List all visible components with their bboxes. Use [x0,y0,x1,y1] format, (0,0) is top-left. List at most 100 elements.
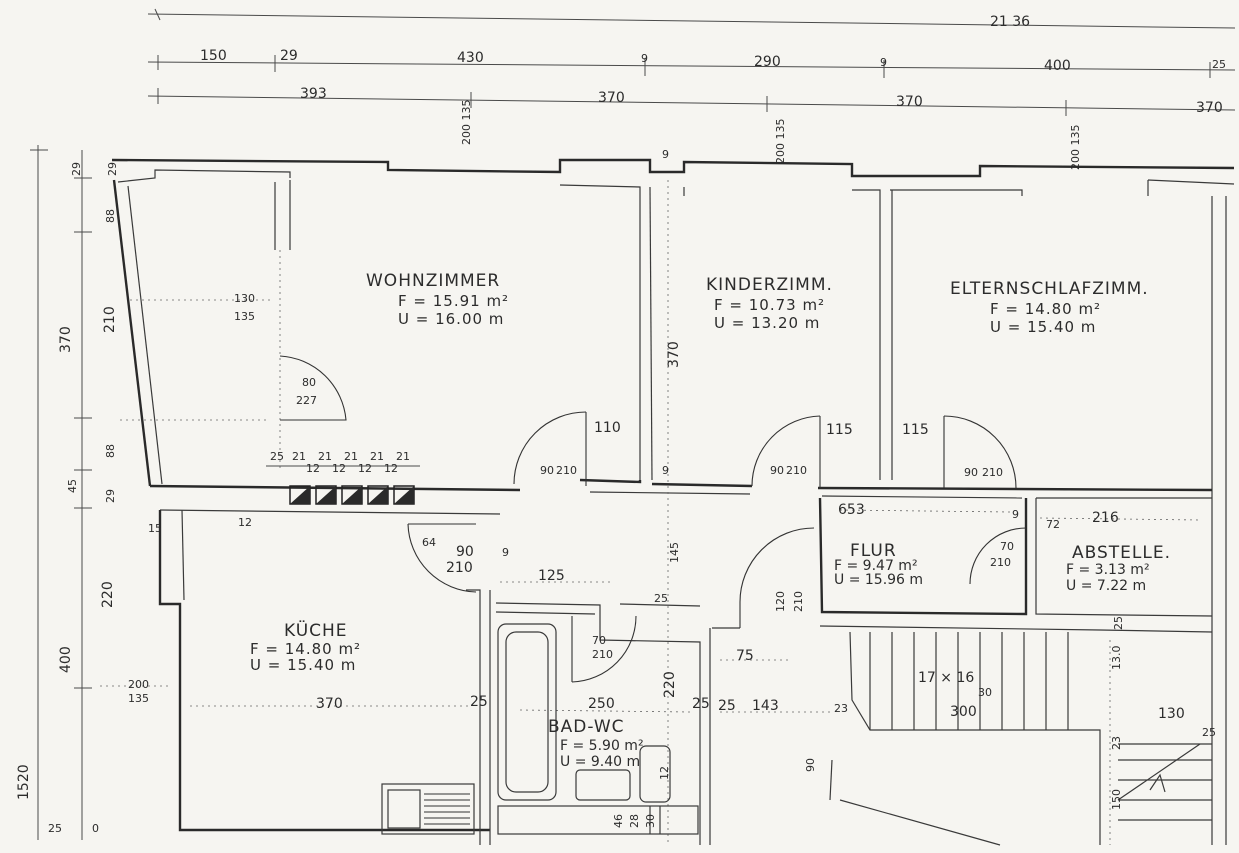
dim-int-25: 25 [270,450,284,463]
dim-top-370b: 370 [896,94,923,110]
dim-int-115a: 115 [826,422,853,438]
dim-int-90e: 90 [804,758,817,772]
guide-lines [100,180,1201,845]
washbasin-icon [575,769,631,801]
dim-int-130b: 130 [1158,706,1185,722]
dim-left-25: 25 [48,822,62,835]
fixtures [381,623,699,835]
dim-int-30: 30 [644,814,657,828]
left-dimension-chain: 29 29 88 210 370 88 45 29 220 400 1520 2… [16,145,119,840]
dim-int-25e: 25 [718,698,736,714]
room-kueche-perimeter: U = 15.40 m [250,656,356,674]
dim-int-21d: 21 [370,450,384,463]
dim-left-88a: 88 [104,209,117,223]
dim-int-23a: 23 [834,702,848,715]
room-kinderzimmer-name: KINDERZIMM. [706,275,833,295]
dim-int-13-0: 13.0 [1110,646,1123,671]
dim-left-45: 45 [66,479,79,493]
door-flur-arc [739,527,815,603]
dim-top-393: 393 [300,86,327,102]
dim-int-80: 80 [302,376,316,389]
stair-run-label: 300 [950,704,977,720]
window-mark-1: 200 135 [460,100,473,146]
dim-int-9: 9 [662,464,669,477]
dim-int-210a: 210 [556,464,577,477]
dim-int-25d: 25 [692,696,710,712]
dim-int-210e: 210 [592,648,613,661]
door-elternschlafzimmer-arc [943,415,1017,489]
dim-int-115b: 115 [902,422,929,438]
dim-top-9b: 9 [880,56,887,69]
dim-left-400: 400 [58,646,74,673]
room-kinderzimmer-area: F = 10.73 m² [714,296,825,314]
door-bad-arc [571,615,637,683]
dim-top-25: 25 [1212,58,1226,71]
dim-int-21e: 21 [396,450,410,463]
dim-int-12c: 12 [358,462,372,475]
dim-left-0: 0 [92,822,99,835]
dim-int-227: 227 [296,394,317,407]
dim-int-70b: 70 [1000,540,1014,553]
dim-top-150: 150 [200,48,227,64]
window-mark-4: 200 135 [1069,125,1082,171]
kitchen-heater-icon [381,783,475,835]
dim-int-90c: 90 [964,466,978,479]
dim-left-220: 220 [100,581,116,608]
dim-int-150: 150 [1110,789,1123,810]
dim-int-9c: 9 [502,546,509,559]
dim-int-250: 250 [588,696,615,712]
dim-int-15: 15 [148,522,162,535]
dim-int-46: 46 [612,814,625,828]
dim-int-25g: 25 [1112,616,1125,630]
dim-left-210: 210 [102,306,118,333]
window-mark-3: 200 135 [774,119,787,165]
dim-int-72: 72 [1046,518,1060,531]
dim-int-21a: 21 [292,450,306,463]
room-elternschlafzimmer-area: F = 14.80 m² [990,300,1101,318]
room-elternschlafzimmer-perimeter: U = 15.40 m [990,318,1096,336]
dim-int-23b: 23 [1110,736,1123,750]
dim-int-210b: 210 [786,464,807,477]
dim-int-90b: 90 [770,464,784,477]
room-kueche-area: F = 14.80 m² [250,640,361,658]
dim-int-210c: 210 [982,466,1003,479]
dim-top-400: 400 [1044,58,1071,74]
room-flur-name: FLUR [850,541,897,561]
dim-top-9a: 9 [641,52,648,65]
bathtub-icon [497,623,557,801]
dim-int-64: 64 [422,536,436,549]
room-wohnzimmer-perimeter: U = 16.00 m [398,310,504,328]
room-flur-perimeter: U = 15.96 m [834,572,923,588]
door-kinderzimmer-arc [751,415,821,487]
dim-int-143: 143 [752,698,779,714]
dim-int-120: 120 [774,591,787,612]
doors [279,355,1027,683]
room-flur-area: F = 9.47 m² [834,558,918,574]
room-kueche-name: KÜCHE [284,619,348,641]
dim-int-135b: 135 [128,692,149,705]
dim-left-88b: 88 [104,444,117,458]
dim-int-125: 125 [538,568,565,584]
dim-int-370b: 370 [316,696,343,712]
dim-int-145: 145 [668,542,681,563]
room-bad-wc-perimeter: U = 9.40 m [560,754,640,770]
room-kinderzimmer-perimeter: U = 13.20 m [714,314,820,332]
room-bad-wc-name: BAD-WC [548,717,625,737]
room-bad-wc-area: F = 5.90 m² [560,738,644,754]
dim-top-290: 290 [754,54,781,70]
walls [111,158,1235,846]
door-kueche-arc [513,411,587,485]
room-elternschlafzimmer-name: ELTERNSCHLAFZIMM. [950,279,1149,299]
room-abstelle-perimeter: U = 7.22 m [1066,578,1146,594]
top-dimension-chains: 21 36 150 29 430 9 290 9 400 25 393 370 … [147,8,1236,171]
window-mark-2: 9 [662,148,669,161]
dim-top-29: 29 [280,48,298,64]
room-wohnzimmer-area: F = 15.91 m² [398,292,509,310]
dim-left-29a: 29 [70,162,83,176]
dim-left-1520: 1520 [16,764,32,800]
dim-int-220: 220 [662,671,678,698]
dim-left-29b: 29 [106,162,119,176]
dim-int-653: 653 [838,502,865,518]
dim-left-29c: 29 [104,489,117,503]
